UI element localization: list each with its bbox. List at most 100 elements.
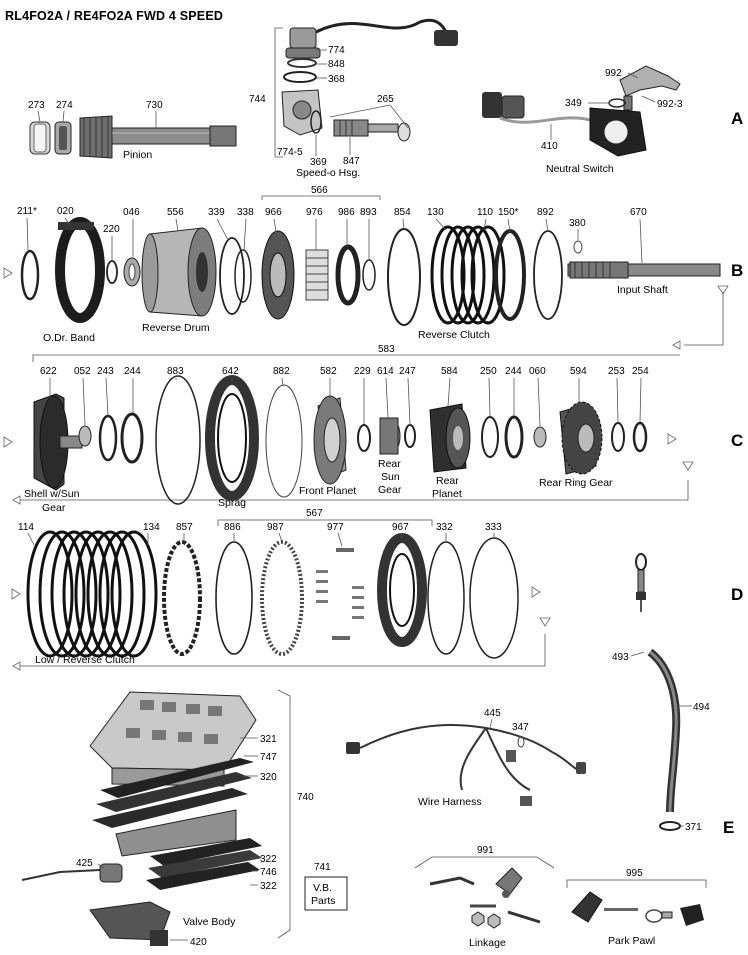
caption-speedo-housing: Speed-o Hsg. [296,167,360,179]
part-number-320: 320 [260,772,277,783]
part-number-774-5: 774-5 [277,147,303,158]
o-ring-848 [287,58,317,68]
section-label-d: D [731,585,743,604]
caption-rear-sun-gear-3: Gear [378,484,402,496]
part-number-614: 614 [377,366,394,377]
washer-250 [481,416,499,458]
solenoid-assembly-420 [89,901,171,946]
part-number-332: 332 [436,522,453,533]
part-number-746: 746 [260,867,277,878]
caption-rear-planet-1: Rear [436,475,459,487]
caption-pinion: Pinion [123,149,152,161]
part-number-134: 134 [143,522,160,533]
diagram-title: RL4FO2A / RE4FO2A FWD 4 SPEED [5,9,223,23]
part-number-567: 567 [306,508,323,519]
overdrive-band-020 [55,217,105,323]
spring-pack-976 [305,249,329,301]
caption-vb-parts-2: Parts [311,895,336,907]
return-springs-977 [316,548,364,640]
ring-338 [234,249,252,303]
part-number-339: 339 [208,207,225,218]
part-number-020: 020 [57,206,74,217]
part-number-274: 274 [56,100,73,111]
lower-valve-body [115,809,237,857]
bracket-740 [277,689,291,939]
part-number-883: 883 [167,366,184,377]
bracket-995 [566,879,707,888]
rear-planet-584 [429,403,471,473]
section-label-e: E [723,818,734,837]
flow-arrow-d-out [531,586,541,598]
flow-arrow-c-down [682,461,694,471]
caption-wire-harness: Wire Harness [418,796,482,808]
washer-244-rear [504,415,524,459]
speedo-housing [281,89,323,136]
caption-park-pawl: Park Pawl [608,935,655,947]
gasket-746 [148,850,262,878]
part-number-253: 253 [608,366,625,377]
bracket-566 [261,195,381,200]
snap-ring-883 [155,375,201,505]
caption-rear-ring-gear: Rear Ring Gear [539,477,613,489]
caption-shell-sun-gear-1: Shell w/Sun [24,488,80,500]
seal-332 [427,541,465,655]
bushing-052 [78,425,92,447]
caption-neutral-switch: Neutral Switch [546,163,614,175]
part-number-584: 584 [441,366,458,377]
park-pawl-parts [571,891,704,926]
part-number-244-rear: 244 [505,366,522,377]
ring-339 [219,237,245,315]
caption-front-planet: Front Planet [299,485,356,497]
retainer-986 [335,244,361,306]
front-planet-582 [313,395,347,485]
part-number-892: 892 [537,207,554,218]
plate-322-lower [146,862,260,890]
separator-plate-321 [100,758,254,798]
part-number-987: 987 [267,522,284,533]
part-number-060: 060 [529,366,546,377]
bearing-046 [123,257,141,287]
part-number-333: 333 [485,522,502,533]
part-number-369: 369 [310,157,327,168]
ring-854 [387,228,421,326]
part-number-244-front: 244 [124,366,141,377]
caption-odr-band: O.Dr. Band [43,332,95,344]
flow-line-d [20,634,546,667]
reverse-drum-556 [141,227,217,317]
part-number-250: 250 [480,366,497,377]
caption-reverse-drum: Reverse Drum [142,322,210,334]
part-number-265: 265 [377,94,394,105]
part-number-229: 229 [354,366,371,377]
part-number-744: 744 [249,94,266,105]
part-number-992-3: 992-3 [657,99,683,110]
bracket-567 [217,519,433,526]
spring-retainer-987 [260,540,304,656]
part-number-371: 371 [685,822,702,833]
bracket-744 [274,27,283,158]
bearing-race-273 [29,121,51,155]
part-number-966: 966 [265,207,282,218]
caption-low-reverse-clutch: Low / Reverse Clutch [35,654,135,666]
plate-857 [162,540,202,656]
plate-150 [494,229,526,321]
part-number-886: 886 [224,522,241,533]
upper-valve-body [89,691,257,787]
part-number-995: 995 [626,868,643,879]
part-number-741: 741 [314,862,331,873]
section-label-b: B [731,261,743,280]
seal-333 [469,537,519,659]
ring-211 [20,249,40,301]
flow-line-c [20,480,689,501]
part-number-967: 967 [392,522,409,533]
part-number-977: 977 [327,522,344,533]
sprag-642 [205,375,259,501]
part-number-670: 670 [630,207,647,218]
reverse-clutch-pack-130-110 [430,225,506,325]
part-number-220: 220 [103,224,120,235]
seal-349 [608,98,626,108]
part-number-338: 338 [237,207,254,218]
separator-plate-320 [92,788,248,828]
caption-rear-planet-2: Planet [432,488,462,500]
input-shaft-670 [567,261,721,279]
part-number-046: 046 [123,207,140,218]
